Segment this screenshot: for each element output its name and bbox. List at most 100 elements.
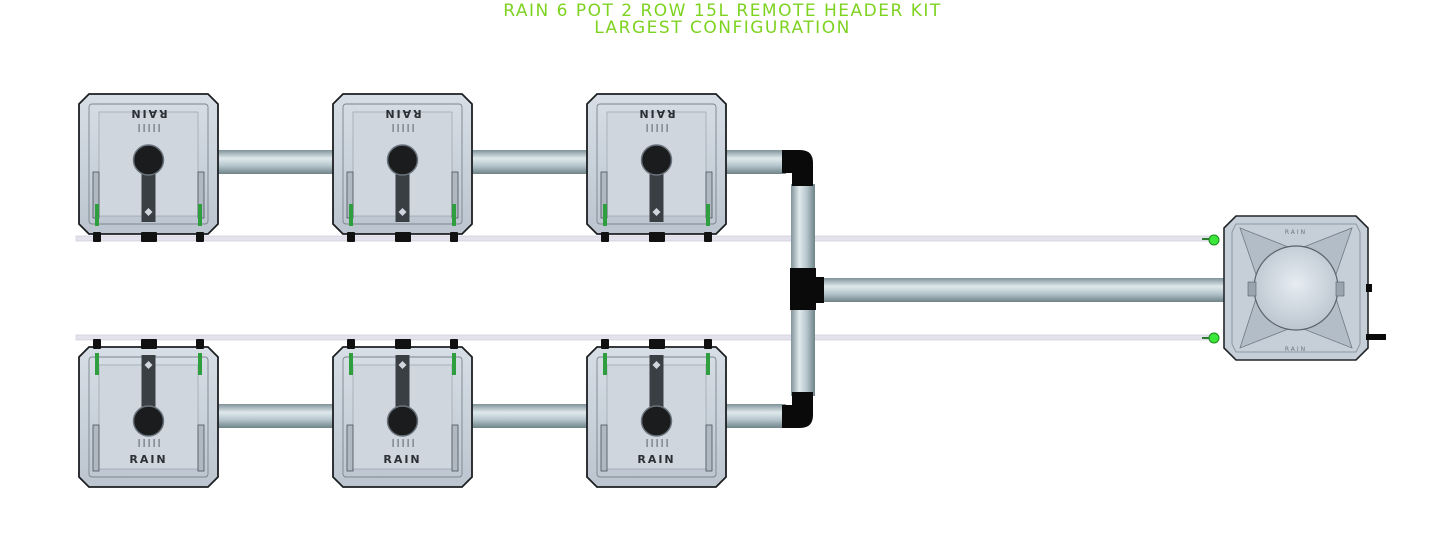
pot-vent-line	[646, 439, 648, 447]
pots: RAIN RAIN RAIN RAIN RAIN RAIN	[78, 93, 727, 488]
reservoir-label-top: RAIN	[1285, 229, 1307, 236]
pot-vent-line	[661, 124, 663, 132]
pot-vent-line	[407, 124, 409, 132]
pot-vent-line	[397, 124, 399, 132]
drip-emitter	[95, 353, 99, 375]
pot-vent-line	[412, 439, 414, 447]
pot-mount-tab	[601, 339, 609, 349]
pot-mount-tab	[196, 339, 204, 349]
pot-mount-tab	[141, 232, 157, 242]
pot-vent-line	[666, 124, 668, 132]
pipe-top-3	[726, 150, 786, 174]
manifold-pipe-lower	[791, 308, 815, 396]
pot-drain-hole	[386, 405, 419, 437]
pot-vent-line	[143, 124, 145, 132]
pipe-top-1	[218, 150, 333, 174]
pot-mount-tab	[347, 232, 355, 242]
reservoir-tank-icon	[1253, 245, 1339, 331]
pot-vent-line	[646, 124, 648, 132]
pot-side-clip	[705, 424, 713, 472]
pot-vent-line	[148, 439, 150, 447]
pot-mount-tab	[395, 232, 411, 242]
elbow-fitting-bottom	[782, 392, 813, 428]
pot-channel-marker	[144, 208, 153, 216]
pot-mount-tab	[450, 232, 458, 242]
drip-emitter	[603, 353, 607, 375]
pot-mount-tab	[93, 232, 101, 242]
pot-vent-line	[412, 124, 414, 132]
diagram-title-line-1: RAIN 6 POT 2 ROW 15L REMOTE HEADER KIT	[503, 1, 942, 21]
pipe-bottom-1	[218, 404, 333, 428]
reservoir-outlet-stub-1	[1366, 284, 1372, 292]
drip-connector-top	[1208, 234, 1220, 246]
pot-vent-line	[402, 439, 404, 447]
pot-bottom-2: RAIN	[332, 339, 473, 488]
pot-inner-rim	[342, 103, 463, 225]
manifold-pipe-upper	[791, 184, 815, 272]
drip-emitter	[349, 353, 353, 375]
pot-top-2: RAIN	[332, 93, 473, 242]
pot-label: RAIN	[129, 107, 167, 120]
supply-pipe	[820, 278, 1226, 302]
pot-vent-line	[138, 124, 140, 132]
pot-drain-channel	[395, 355, 410, 421]
pot-drain-hole	[640, 405, 673, 437]
pot-vent-line	[143, 439, 145, 447]
pot-vent-line	[158, 124, 160, 132]
fittings	[782, 150, 824, 428]
pot-drain-channel	[649, 160, 664, 222]
pot-mount-tab	[601, 232, 609, 242]
pot-vent-line	[656, 439, 658, 447]
reservoir-clip-left	[1247, 281, 1257, 297]
drip-emitter	[706, 353, 710, 375]
pot-vent-line	[402, 124, 404, 132]
drip-emitter	[198, 204, 202, 226]
pot-label: RAIN	[637, 107, 675, 120]
pot-drain-hole	[640, 144, 673, 176]
pot-label: RAIN	[637, 453, 675, 466]
pot-inner-rim	[88, 103, 209, 225]
pot-vent-line	[158, 439, 160, 447]
pot-vent-line	[392, 439, 394, 447]
pot-inner-rim	[596, 103, 717, 225]
pot-label: RAIN	[383, 453, 421, 466]
pot-vent-line	[661, 439, 663, 447]
pot-vent-line	[153, 124, 155, 132]
drip-connector-bottom	[1208, 332, 1220, 344]
pot-mount-tab	[347, 339, 355, 349]
drip-emitter	[706, 204, 710, 226]
pot-drain-channel	[141, 160, 156, 222]
pot-mount-tab	[649, 339, 665, 349]
pot-vent-line	[651, 124, 653, 132]
elbow-fitting-top	[782, 150, 813, 186]
pot-mount-tab	[704, 232, 712, 242]
pot-mount-tab	[704, 339, 712, 349]
pot-mount-tab	[141, 339, 157, 349]
drip-emitter	[452, 353, 456, 375]
pot-mount-tab	[395, 339, 411, 349]
pot-side-clip	[600, 424, 608, 472]
reservoir-clip-right	[1335, 281, 1345, 297]
pot-label: RAIN	[129, 453, 167, 466]
pot-channel-marker	[144, 361, 153, 369]
pot-bottom-3: RAIN	[586, 339, 727, 488]
pot-channel-marker	[398, 361, 407, 369]
pot-label: RAIN	[383, 107, 421, 120]
drip-line-bottom	[75, 334, 1217, 341]
pot-channel-marker	[652, 208, 661, 216]
pipe-bottom-3	[726, 404, 786, 428]
pot-vent-line	[148, 124, 150, 132]
pot-mount-tab	[649, 232, 665, 242]
pot-top-3: RAIN	[586, 93, 727, 242]
pot-channel-marker	[398, 208, 407, 216]
drip-connector-bottom-stem	[1202, 337, 1212, 339]
pot-vent-line	[407, 439, 409, 447]
pot-vent-line	[656, 124, 658, 132]
pot-bottom-1: RAIN	[78, 339, 219, 488]
pot-mount-tab	[196, 232, 204, 242]
drip-emitter	[95, 204, 99, 226]
pot-drain-hole	[386, 144, 419, 176]
pipe-bottom-2	[472, 404, 587, 428]
feed-pipes	[218, 150, 1226, 428]
